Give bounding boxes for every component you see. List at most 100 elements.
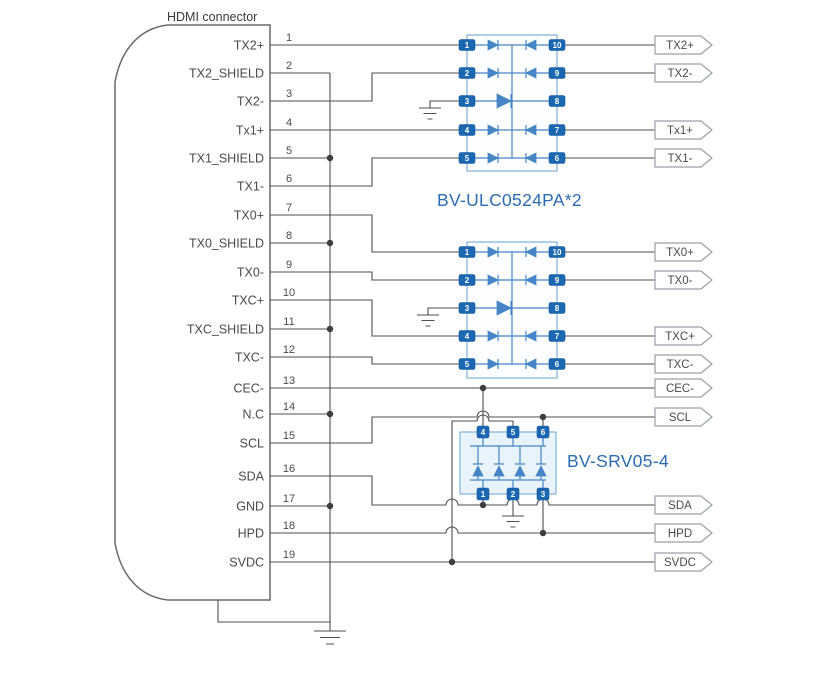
hdmi-pin-label-19: SVDC (229, 556, 264, 570)
hdmi-pin-number-15: 15 (283, 430, 295, 442)
hdmi-pin-label-16: SDA (238, 470, 264, 484)
hdmi-pin-label-14: N.C (242, 408, 264, 422)
output-tag-TX0- (654, 270, 713, 290)
output-tag-label-TXC-: TXC- (667, 359, 694, 371)
output-wires (565, 44, 655, 365)
output-tag-label-TX1-: TX1- (668, 153, 693, 165)
ic-pin-number: 4 (465, 332, 470, 341)
ic-pin-number: 7 (555, 332, 560, 341)
tvs-rails (470, 438, 546, 488)
hdmi-pin-label-12: TXC- (235, 351, 264, 365)
ic-pin-number: 7 (555, 126, 560, 135)
junction-dot (448, 558, 456, 566)
hdmi-pin-label-9: TX0- (237, 266, 264, 280)
ic-pin (548, 152, 566, 164)
junction-dot (539, 529, 547, 537)
ic-pin (458, 246, 476, 258)
output-tag-TX0+ (654, 242, 713, 262)
ic-pin (536, 487, 550, 501)
ic-pin (458, 302, 476, 314)
diode (525, 39, 537, 51)
ic-pin-number: 8 (555, 97, 560, 106)
junction-dot (479, 501, 487, 509)
hdmi-pin-number-6: 6 (286, 173, 292, 185)
hdmi-pin-number-8: 8 (286, 230, 292, 242)
hdmi-pin-number-14: 14 (283, 401, 295, 413)
output-tag-TX2+ (654, 35, 713, 55)
junction-dot (326, 325, 334, 333)
output-tag-label-SCL: SCL (669, 412, 692, 424)
ic-pin-number: 6 (541, 428, 546, 437)
ic-pin-number: 5 (511, 428, 516, 437)
junction-dot (326, 239, 334, 247)
diode-wire (494, 446, 504, 480)
diode (487, 246, 499, 258)
hdmi-pin-label-15: SCL (240, 437, 264, 451)
output-tag-Tx1+ (654, 120, 713, 140)
ic-pin (548, 330, 566, 342)
ic-pin (548, 39, 566, 51)
hdmi-pin-label-8: TX0_SHIELD (189, 237, 264, 251)
output-tag-label-TX0+: TX0+ (666, 247, 694, 259)
hdmi-pin-number-1: 1 (286, 32, 292, 44)
hdmi-pin-number-5: 5 (286, 145, 292, 157)
diode (535, 465, 547, 477)
diode (525, 67, 537, 79)
ic-pin (548, 302, 566, 314)
ic-pin-number: 2 (465, 276, 470, 285)
zener-diode (496, 93, 512, 109)
hdmi-pin-label-3: TX2- (237, 95, 264, 109)
ic-pin (536, 425, 550, 439)
diode (487, 330, 499, 342)
ic-pin-number: 1 (465, 41, 470, 50)
ic-pin (458, 152, 476, 164)
output-tag-label-TX2-: TX2- (668, 68, 693, 80)
hdmi-pin-number-4: 4 (286, 117, 292, 129)
output-tag-label-TX2+: TX2+ (666, 40, 694, 52)
diode-wire (536, 446, 546, 480)
ic-pin-number: 9 (555, 276, 560, 285)
diode (487, 152, 499, 164)
hdmi-pin-label-13: CEC- (233, 382, 264, 396)
ic-pin-number: 4 (481, 428, 486, 437)
output-tag-HPD (654, 523, 713, 543)
ic-pin (458, 124, 476, 136)
output-tag-label-CEC-: CEC- (666, 383, 694, 395)
ic-pin-number: 5 (465, 154, 470, 163)
ic-pin-number: 3 (465, 304, 470, 313)
diode (525, 358, 537, 370)
output-tag-SVDC (654, 552, 713, 572)
diode (487, 358, 499, 370)
output-tag-label-Tx1+: Tx1+ (667, 125, 693, 137)
ic-part-label-ulc0524pa: BV-ULC0524PA*2 (437, 190, 582, 210)
diode (525, 246, 537, 258)
hdmi-pin-label-11: TXC_SHIELD (187, 323, 264, 337)
hdmi-pin-number-19: 19 (283, 549, 295, 561)
hdmi-pin-label-7: TX0+ (234, 209, 264, 223)
output-tag-TXC- (654, 354, 713, 374)
ic-pin-number: 6 (555, 360, 560, 369)
hdmi-pin-number-17: 17 (283, 493, 295, 505)
junction-dot (326, 410, 334, 418)
diode (514, 465, 526, 477)
output-tag-TX2- (654, 63, 713, 83)
hdmi-pin-label-5: TX1_SHIELD (189, 152, 264, 166)
hdmi-pin-label-6: TX1- (237, 180, 264, 194)
ic-pin-number: 1 (481, 490, 486, 499)
hdmi-pin-label-2: TX2_SHIELD (189, 67, 264, 81)
ic-pin-number: 3 (465, 97, 470, 106)
ic-pin (548, 67, 566, 79)
ic-part-label-srv05: BV-SRV05-4 (567, 451, 669, 471)
output-tag-TXC+ (654, 326, 713, 346)
hdmi-pin-label-17: GND (236, 500, 264, 514)
ic-pin (476, 487, 490, 501)
hdmi-pin-label-18: HPD (238, 527, 264, 541)
output-tag-label-SDA: SDA (668, 500, 692, 512)
hdmi-pin-label-4: Tx1+ (236, 124, 264, 138)
junction-dot (326, 502, 334, 510)
output-tag-TX1- (654, 148, 713, 168)
ic-pin-number: 2 (465, 69, 470, 78)
hdmi-pin-label-1: TX2+ (234, 39, 264, 53)
